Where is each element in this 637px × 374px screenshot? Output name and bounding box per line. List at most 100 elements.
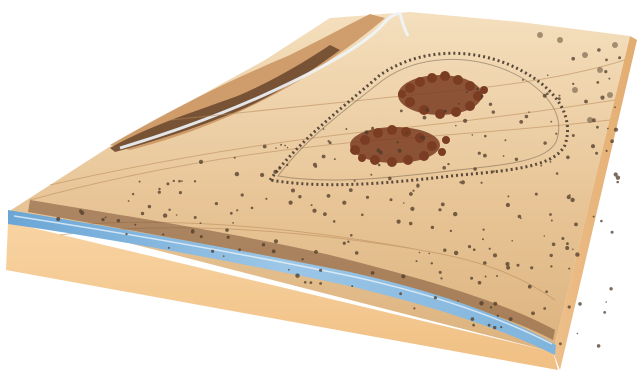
escarpment-band [28,200,555,340]
vegetation-dot [416,184,420,188]
vegetation-dot [609,287,613,291]
vegetation-dot [590,144,596,149]
vegetation-dot [551,242,556,247]
vegetation-dot [211,249,215,253]
vegetation-dot [198,159,204,164]
vegetation-dot [101,218,105,222]
vegetation-dot [616,180,619,184]
vegetation-dot [134,223,137,226]
vegetation-dot [463,118,468,123]
vegetation-dot [147,204,152,209]
vegetation-dot [558,94,561,97]
vegetation-dot [460,180,465,185]
vegetation-dot [472,248,476,251]
vegetation-dot [295,273,300,278]
vegetation-dot [472,323,475,327]
vegetation-dot [405,131,408,134]
vegetation-dot [517,214,522,219]
vegetation-dot [116,219,121,223]
vegetation-dot [365,195,370,199]
vegetation-dot [323,212,327,217]
block-front-face [6,222,558,370]
vegetation-dot [388,176,392,181]
top-right-scrub [537,32,618,123]
vegetation-dot [284,144,286,147]
vegetation-dot [540,164,543,167]
vegetation-dot [389,198,393,202]
vegetation-dot [303,281,307,284]
vegetation-dot [319,282,322,285]
vegetation-dot [480,94,484,98]
vegetation-dot [550,265,553,268]
vegetation-dot [261,243,266,247]
vegetation-dot [157,190,161,194]
vegetation-dot [265,197,268,200]
vegetation-dot [574,222,578,227]
vegetation-dot [348,188,353,193]
vegetation-dot [491,110,495,114]
vegetation-dot [511,240,513,242]
vegetation-dot [229,211,233,215]
vegetation-dot [482,228,485,231]
vegetation-dot [447,162,450,166]
vegetation-dot [507,195,510,198]
vegetation-dot [377,163,381,167]
vegetation-dot [322,128,325,130]
vegetation-dot [484,275,487,278]
vegetation-dot [430,225,435,230]
vegetation-dot [353,179,356,182]
vegetation-dot [488,102,493,107]
vegetation-dot [354,251,359,255]
vegetation-dot [364,130,369,135]
vegetation-dot [370,173,373,176]
vegetation-dot [576,332,579,335]
vegetation-dot [309,281,313,284]
vegetation-dot [226,235,230,239]
vegetation-dot [273,169,278,174]
vegetation-dot [584,99,588,104]
scattered-vegetation [56,48,622,348]
vegetation-dot [508,317,513,321]
vegetation-dot [408,221,413,226]
vegetation-dot [351,285,354,288]
vegetation-dot [457,300,459,302]
vegetation-dot [496,275,498,277]
vegetation-dot [482,238,484,241]
vegetation-dot [345,128,348,130]
vegetation-dot [288,268,290,271]
vegetation-dot [422,115,427,120]
vegetation-dot [504,139,507,142]
vegetation-dot [361,213,364,217]
vegetation-dot [614,106,616,109]
river-highlight [13,215,553,345]
vegetation-dot [483,153,487,158]
vegetation-dot [413,307,416,310]
vegetation-dot [347,240,350,243]
vegetation-dot [605,301,607,303]
vegetation-dot [420,135,424,139]
vegetation-dot [543,307,547,310]
vegetation-dot [438,270,442,274]
vegetation-dot [440,202,445,207]
vegetation-dot [250,206,254,210]
vegetation-dot [550,120,553,123]
vegetation-dot [555,172,559,175]
vegetation-dot [181,180,183,183]
vegetation-dot [438,208,442,212]
vegetation-dot [401,274,406,279]
vegetation-dot [596,344,601,348]
vegetation-dot [596,125,599,129]
vegetation-dot [480,181,483,184]
vegetation-dot [549,213,552,216]
vegetation-dot [131,192,135,196]
vegetation-dot [104,216,107,219]
vegetation-dot [350,234,353,237]
palisade-enclosure-inner [277,58,560,181]
vegetation-dot [514,157,519,161]
vegetation-dot [412,189,415,192]
house-cluster-north [398,71,488,119]
vegetation-dot [193,216,197,219]
vegetation-dot [477,280,482,285]
vegetation-dot [172,179,175,183]
vegetation-dot [199,235,203,239]
